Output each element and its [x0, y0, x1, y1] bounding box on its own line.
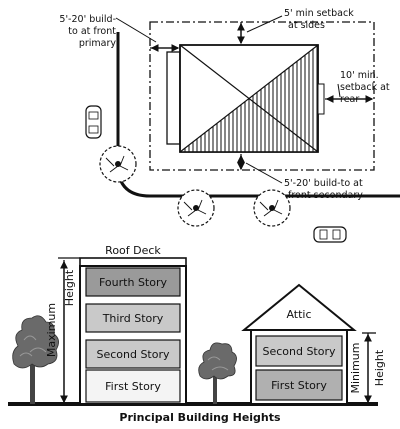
lot-boundary — [149, 21, 375, 171]
minimum-height-label: Height — [373, 349, 386, 386]
callout-front-secondary-line1: 5'-20' build-to at — [284, 178, 363, 189]
street-tree-1 — [99, 145, 137, 183]
callout-rear-setback-line2: setback at — [340, 81, 390, 93]
floor-first-story-short — [255, 369, 343, 401]
parked-car-left — [85, 105, 102, 139]
floor-third-story — [85, 303, 181, 333]
floor-fourth-story — [85, 267, 181, 297]
tree-right — [198, 342, 237, 404]
maximum-height-dimension — [58, 257, 80, 404]
maximum-height-label: Height — [63, 269, 76, 306]
rear-stub — [317, 83, 325, 115]
callout-side-setback-line2: at sides — [288, 19, 325, 31]
parked-car-bottom — [313, 226, 347, 243]
short-building-section: Attic Second Story First Story Minimum H… — [198, 283, 386, 406]
street-tree-2 — [177, 189, 215, 227]
tall-building-section: Fourth Story Third Story Second Story Fi… — [8, 244, 200, 406]
site-plan — [85, 15, 400, 243]
floor-label-first: First Story — [105, 380, 161, 393]
tree-left — [12, 315, 59, 404]
callout-front-primary-line3: primary — [78, 37, 116, 49]
leader-lines — [115, 15, 341, 184]
floor-label-second-short: Second Story — [262, 345, 336, 358]
callout-side-setback: 5' min setback at sides — [284, 8, 354, 32]
callout-rear-setback: 10' min. setback at rear — [340, 70, 390, 106]
minimum-label: Minimum — [349, 343, 362, 394]
attic-label: Attic — [286, 308, 311, 321]
maximum-label: Maximum — [45, 303, 58, 357]
roof-deck-label: Roof Deck — [105, 244, 161, 257]
floor-label-third: Third Story — [102, 312, 164, 325]
building-footprint — [179, 44, 319, 153]
callout-rear-setback-line3: rear — [340, 93, 360, 105]
floor-second-story-short — [255, 335, 343, 367]
callout-front-primary-line2: to at front — [68, 25, 116, 37]
floor-first-story — [85, 369, 181, 403]
floor-label-fourth: Fourth Story — [99, 276, 167, 289]
street-tree-3 — [253, 189, 291, 227]
minimum-height-dimension — [362, 332, 376, 404]
callout-front-primary: 5'-20' build- to at front primary — [54, 14, 116, 50]
callout-rear-setback-line1: 10' min. — [340, 70, 379, 81]
callout-front-primary-line1: 5'-20' build- — [59, 14, 116, 25]
floor-label-second: Second Story — [96, 348, 170, 361]
callout-side-setback-line1: 5' min setback — [284, 8, 354, 19]
figure-caption: Principal Building Heights — [119, 411, 281, 424]
callout-front-secondary-line2: front secondary — [288, 189, 363, 201]
floor-second-story — [85, 339, 181, 369]
front-porch — [166, 51, 181, 145]
setback-arrows — [150, 22, 374, 171]
floor-label-first-short: First Story — [271, 379, 327, 392]
callout-front-secondary: 5'-20' build-to at front secondary — [284, 178, 363, 202]
